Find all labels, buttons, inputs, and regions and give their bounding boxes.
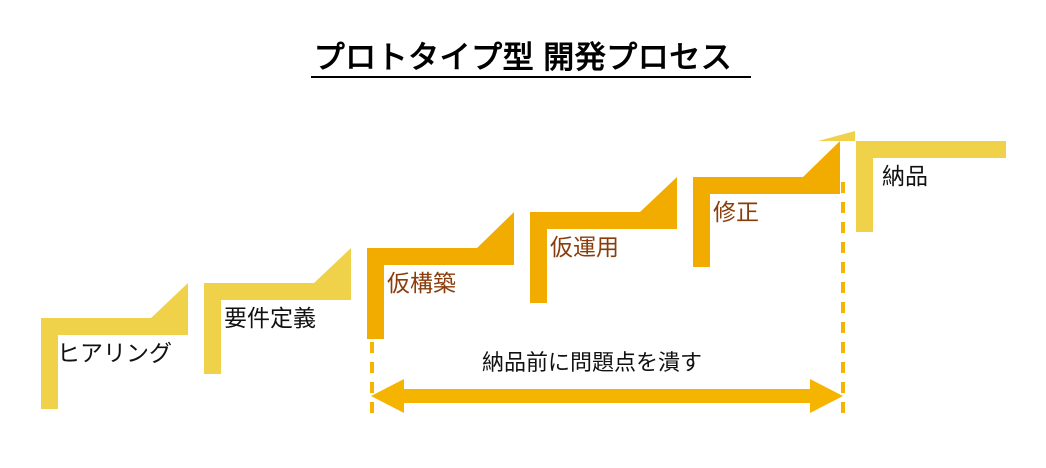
step-notch-triangle-delivery: [818, 131, 855, 141]
step-label-provisional-operation: 仮運用: [550, 234, 619, 260]
step-notch-triangle-requirements: [314, 248, 351, 283]
step-label-correction: 修正: [713, 199, 759, 225]
step-shape-requirements[interactable]: [204, 248, 351, 374]
step-shape-correction[interactable]: [693, 141, 840, 267]
step-bracket-requirements: [204, 283, 351, 374]
page-title: プロトタイプ型 開発プロセス: [313, 40, 733, 75]
step-shape-delivery[interactable]: [818, 131, 1006, 232]
title-underline: [311, 76, 751, 78]
span-double-arrow: [371, 379, 843, 413]
step-notch-triangle-provisional-build: [477, 212, 514, 248]
step-notch-triangle-hearing: [151, 283, 188, 318]
step-label-provisional-build: 仮構築: [387, 270, 456, 296]
span-arrow-caption: 納品前に問題点を潰す: [482, 350, 703, 375]
step-shape-provisional-operation[interactable]: [530, 177, 677, 303]
step-bracket-correction: [693, 177, 840, 267]
step-bracket-provisional-build: [367, 248, 514, 339]
step-label-requirements: 要件定義: [224, 305, 316, 331]
step-notch-triangle-correction: [803, 141, 840, 177]
step-shape-provisional-build[interactable]: [367, 212, 514, 339]
step-bracket-delivery: [856, 141, 1006, 232]
step-label-hearing: ヒアリング: [57, 340, 172, 366]
step-label-delivery: 納品: [882, 163, 928, 189]
step-shape-hearing[interactable]: [41, 283, 188, 409]
step-bracket-provisional-operation: [530, 212, 677, 303]
step-notch-triangle-provisional-operation: [640, 177, 677, 212]
step-bracket-hearing: [41, 318, 188, 409]
